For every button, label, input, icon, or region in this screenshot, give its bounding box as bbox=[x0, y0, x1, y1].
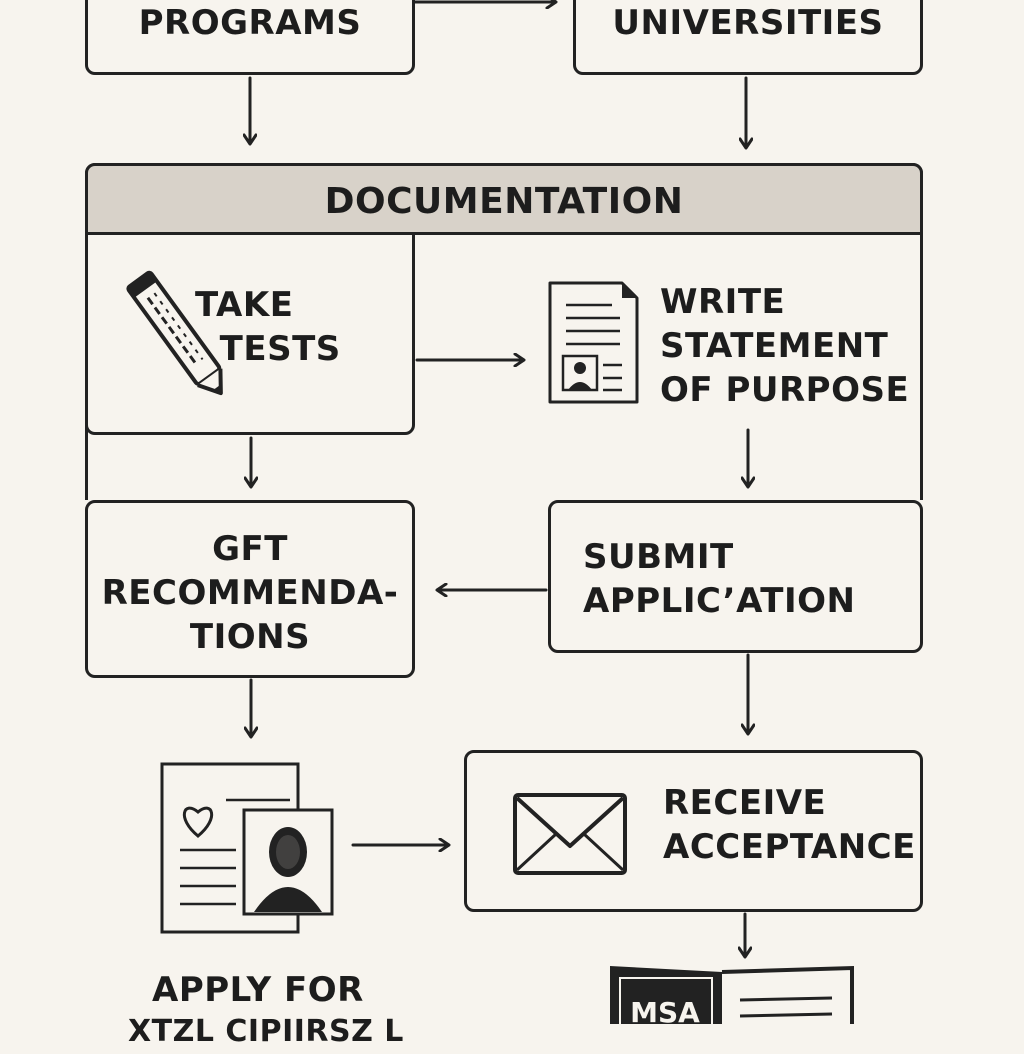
recommendations-label: GFT RECOMMENDA- TIONS bbox=[101, 529, 399, 657]
open-book-icon: MSA bbox=[610, 965, 854, 1024]
connectors-and-icons: MSA bbox=[126, 0, 854, 1024]
documentation-header: DOCUMENTATION bbox=[85, 163, 923, 235]
submit-application-box: SUBMIT APPLIC’ATION bbox=[548, 500, 923, 653]
take-tests-label: TAKE TESTS bbox=[195, 285, 341, 369]
programs-label: PROGRAMS bbox=[138, 3, 362, 43]
id-card-icon bbox=[160, 762, 334, 934]
universities-label: UNIVERSITIES bbox=[612, 3, 884, 43]
apply-for-label: APPLY FOR bbox=[152, 970, 364, 1010]
envelope-icon bbox=[513, 793, 627, 875]
take-tests-box: TAKE TESTS bbox=[85, 232, 415, 435]
programs-box: PROGRAMS bbox=[85, 0, 415, 75]
document-with-photo-icon bbox=[548, 281, 639, 404]
pencil-icon bbox=[126, 270, 223, 396]
msa-badge-text: MSA bbox=[630, 996, 700, 1024]
universities-box: UNIVERSITIES bbox=[573, 0, 923, 75]
submit-application-label: SUBMIT APPLIC’ATION bbox=[583, 537, 856, 621]
flowchart: PROGRAMS UNIVERSITIES DOCUMENTATION TAKE… bbox=[85, 0, 923, 1049]
recommendations-box: GFT RECOMMENDA- TIONS bbox=[85, 500, 415, 678]
receive-acceptance-label: RECEIVE ACCEPTANCE bbox=[663, 783, 916, 867]
documentation-title: DOCUMENTATION bbox=[324, 181, 684, 222]
write-sop-label: WRITE STATEMENT OF PURPOSE bbox=[660, 282, 910, 410]
